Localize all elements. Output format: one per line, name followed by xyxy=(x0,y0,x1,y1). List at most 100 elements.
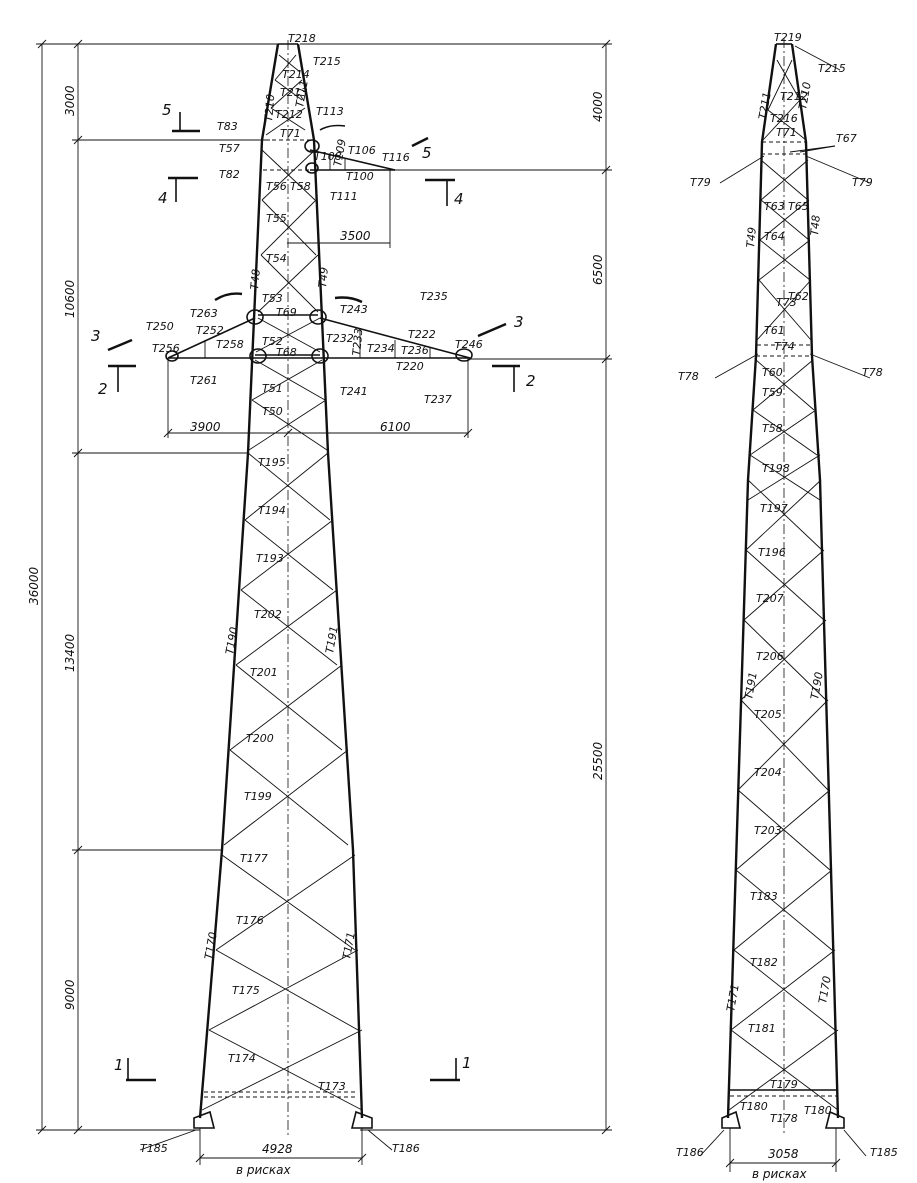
member-label: T79 xyxy=(852,176,873,189)
member-label: T193 xyxy=(256,552,284,565)
member-label: T170 xyxy=(202,931,220,961)
member-label: T222 xyxy=(408,328,436,341)
section-mark-3-right: 3 xyxy=(514,313,524,331)
side-elevation-view: 3058 в рисках T219 T215 T211 T210 T212 T… xyxy=(676,31,898,1181)
member-label: T68 xyxy=(276,346,297,359)
member-label: T211 xyxy=(756,91,774,121)
member-label: T51 xyxy=(262,382,283,395)
member-label: T214 xyxy=(282,68,310,81)
member-label: T64 xyxy=(764,230,785,243)
member-label: T79 xyxy=(690,176,711,189)
dim-right-2: 25500 xyxy=(591,741,605,780)
member-label: T62 xyxy=(788,290,809,303)
member-label: T258 xyxy=(216,338,244,351)
member-label: T263 xyxy=(190,307,218,320)
member-label: T197 xyxy=(760,502,788,515)
dim-right-0: 4000 xyxy=(591,91,605,122)
dim-left-3: 9000 xyxy=(63,979,77,1010)
section-mark-1-left: 1 xyxy=(114,1056,124,1074)
member-label: T109 xyxy=(331,138,349,168)
member-label: T182 xyxy=(750,956,778,969)
member-label: T48 xyxy=(248,268,263,290)
base-width-left: 4928 xyxy=(262,1142,293,1156)
member-label: T191 xyxy=(742,671,760,701)
member-label: T100 xyxy=(346,170,374,183)
member-label: T232 xyxy=(326,332,354,345)
member-label: T177 xyxy=(240,852,268,865)
section-mark-3-left: 3 xyxy=(91,327,101,345)
top-bracing xyxy=(263,54,314,171)
member-label: T210 xyxy=(262,94,277,123)
member-label: T58 xyxy=(290,180,311,193)
member-label: T186 xyxy=(676,1146,704,1159)
member-label: T190 xyxy=(223,626,241,656)
side-labels-top: T219 T215 T211 T210 T212 T216 T71 T67 T7… xyxy=(690,31,873,189)
member-label: T218 xyxy=(288,32,316,45)
side-labels-lower: T198 T197 T196 T207 T206 T205 T204 T203 … xyxy=(676,462,898,1159)
member-label: T237 xyxy=(424,393,452,406)
member-label: T198 xyxy=(762,462,790,475)
member-label: T219 xyxy=(774,31,802,44)
member-label: T53 xyxy=(262,292,283,305)
front-elevation-view: 36000 3000 10600 13400 9000 4000 6500 25… xyxy=(27,32,612,1177)
member-label: T216 xyxy=(770,112,798,125)
member-label: T49 xyxy=(744,226,759,248)
main-crossarm xyxy=(163,292,473,438)
dim-left-2: 13400 xyxy=(63,633,77,672)
member-label: T69 xyxy=(276,306,297,319)
section-mark-1-right: 1 xyxy=(462,1054,472,1072)
section-mark-4-right: 4 xyxy=(454,190,464,208)
dim-6100: 6100 xyxy=(380,420,411,434)
member-label: T243 xyxy=(340,303,368,316)
member-label: T108 xyxy=(314,150,342,163)
member-label: T170 xyxy=(816,975,834,1005)
member-label: T71 xyxy=(776,126,797,139)
member-label: T176 xyxy=(236,914,264,927)
member-label: T195 xyxy=(258,456,286,469)
member-label: T56 xyxy=(266,180,287,193)
member-label: T213 xyxy=(280,86,308,99)
side-feet xyxy=(699,1110,867,1172)
member-label: T113 xyxy=(316,105,344,118)
dim-left-1: 10600 xyxy=(63,279,77,318)
member-label: T234 xyxy=(367,342,395,355)
section-mark-2-right: 2 xyxy=(526,372,536,390)
side-legs xyxy=(726,43,840,1119)
member-label: T233 xyxy=(350,328,365,357)
member-label: T180 xyxy=(740,1100,768,1113)
member-label: T106 xyxy=(348,144,376,157)
member-label: T190 xyxy=(808,671,826,701)
section-mark-2-left: 2 xyxy=(98,380,108,398)
right-dimension-chain: 4000 6500 25500 xyxy=(300,39,612,1135)
dim-right-1: 6500 xyxy=(591,254,605,285)
member-label: T200 xyxy=(246,732,274,745)
member-label: T178 xyxy=(770,1112,798,1125)
member-label: T202 xyxy=(254,608,282,621)
member-label: T210 xyxy=(796,81,814,111)
dim-3500: 3500 xyxy=(340,229,371,243)
member-label: T175 xyxy=(232,984,260,997)
member-label: T82 xyxy=(219,168,240,181)
member-label: T206 xyxy=(756,650,784,663)
base-note-right: в рисках xyxy=(752,1167,808,1181)
section-mark-5-left: 5 xyxy=(162,101,172,119)
dim-left-0: 3000 xyxy=(63,85,77,116)
section-markers: 5 5 4 4 3 3 2 2 1 1 xyxy=(91,101,536,1082)
member-label: T52 xyxy=(262,335,283,348)
member-label: T235 xyxy=(420,290,448,303)
member-label: T71 xyxy=(280,127,301,140)
member-label: T54 xyxy=(266,252,287,265)
lower-bracing xyxy=(201,452,363,1111)
member-label: T191 xyxy=(323,625,341,655)
member-labels-top: T218 T215 T214 T213 T212 T211 T210 T113 … xyxy=(217,32,410,203)
section-mark-5-right: 5 xyxy=(422,144,432,162)
member-label: T83 xyxy=(217,120,238,133)
member-label: T205 xyxy=(754,708,782,721)
member-label: T212 xyxy=(780,90,808,103)
member-label: T116 xyxy=(382,151,410,164)
member-label: T261 xyxy=(190,374,218,387)
dim-3900: 3900 xyxy=(190,420,221,434)
member-label: T207 xyxy=(756,592,784,605)
base-note-left: в рисках xyxy=(236,1163,292,1177)
member-label: T211 xyxy=(293,79,311,109)
